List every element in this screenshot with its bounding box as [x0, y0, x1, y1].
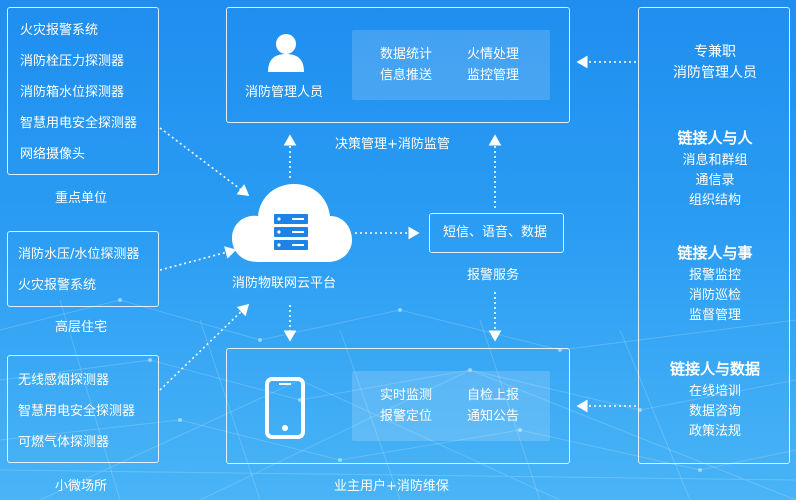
features-panel: 数据统计 火情处理 信息推送 监控管理	[352, 30, 550, 100]
list-item: 网络摄像头	[20, 147, 86, 162]
list-item: 可燃气体探测器	[18, 435, 110, 450]
fire-managers-panel: 消防管理人员 数据统计 火情处理 信息推送 监控管理	[226, 7, 570, 123]
user-icon	[268, 34, 304, 72]
owners-caption: 业主用户+消防维保	[334, 479, 449, 494]
section-item: 通信录	[695, 173, 735, 188]
feature-label: 通知公告	[467, 409, 520, 424]
list-item: 火灾报警系统	[20, 23, 99, 38]
list-item: 消防栓压力探测器	[20, 54, 125, 69]
features-panel: 实时监测 自检上报 报警定位 通知公告	[352, 371, 550, 441]
list-item: 无线感烟探测器	[18, 373, 110, 388]
section-item: 在线培训	[688, 384, 741, 399]
list-item: 消防水压/水位探测器	[18, 247, 140, 262]
section-item: 消防巡检	[688, 288, 741, 303]
small-venues-panel: 无线感烟探测器 智慧用电安全探测器 可燃气体探测器	[7, 355, 159, 463]
section-item: 监督管理	[688, 308, 741, 323]
section-item: 组织结构	[688, 193, 741, 208]
section-heading: 链接人与数据	[669, 360, 760, 378]
right-title-line2: 消防管理人员	[673, 65, 757, 81]
feature-label: 数据统计	[380, 47, 433, 62]
section-item: 消息和群组	[682, 153, 748, 168]
feature-label: 监控管理	[467, 68, 520, 83]
fire-managers-title: 消防管理人员	[245, 85, 324, 100]
feature-label: 信息推送	[380, 68, 433, 83]
high-rise-caption: 高层住宅	[55, 320, 108, 335]
list-item: 消防箱水位探测器	[20, 85, 125, 100]
list-item: 火灾报警系统	[18, 278, 97, 293]
right-title-line1: 专兼职	[694, 44, 736, 60]
cloud-icon	[232, 184, 352, 262]
section-heading: 链接人与事	[677, 244, 753, 262]
high-rise-panel: 消防水压/水位探测器 火灾报警系统	[7, 231, 159, 307]
owners-panel: 实时监测 自检上报 报警定位 通知公告	[226, 348, 570, 464]
key-units-panel: 火灾报警系统 消防栓压力探测器 消防箱水位探测器 智慧用电安全探测器 网络摄像头	[7, 7, 159, 175]
alarm-service-caption: 报警服务	[467, 268, 520, 283]
section-item: 数据咨询	[688, 404, 741, 419]
section-heading: 链接人与人	[677, 129, 753, 147]
feature-label: 自检上报	[467, 388, 520, 403]
small-venues-caption: 小微场所	[55, 479, 108, 494]
section-item: 政策法规	[688, 424, 741, 439]
right-managers-panel: 专兼职 消防管理人员 链接人与人 消息和群组 通信录 组织结构 链接人与事 报警…	[638, 7, 790, 464]
list-item: 智慧用电安全探测器	[20, 116, 138, 131]
phone-icon	[265, 377, 305, 439]
feature-label: 报警定位	[380, 409, 433, 424]
list-item: 智慧用电安全探测器	[18, 404, 136, 419]
section-item: 报警监控	[688, 268, 741, 283]
connector-arrows	[159, 55, 636, 413]
feature-label: 火情处理	[467, 47, 520, 62]
sms-voice-data-label: 短信、语音、数据	[443, 225, 548, 240]
feature-label: 实时监测	[380, 388, 433, 403]
key-units-caption: 重点单位	[55, 191, 108, 206]
cloud-platform-label: 消防物联网云平台	[232, 276, 337, 291]
decision-caption: 决策管理+消防监管	[335, 137, 450, 152]
sms-voice-data-box: 短信、语音、数据	[429, 213, 564, 253]
